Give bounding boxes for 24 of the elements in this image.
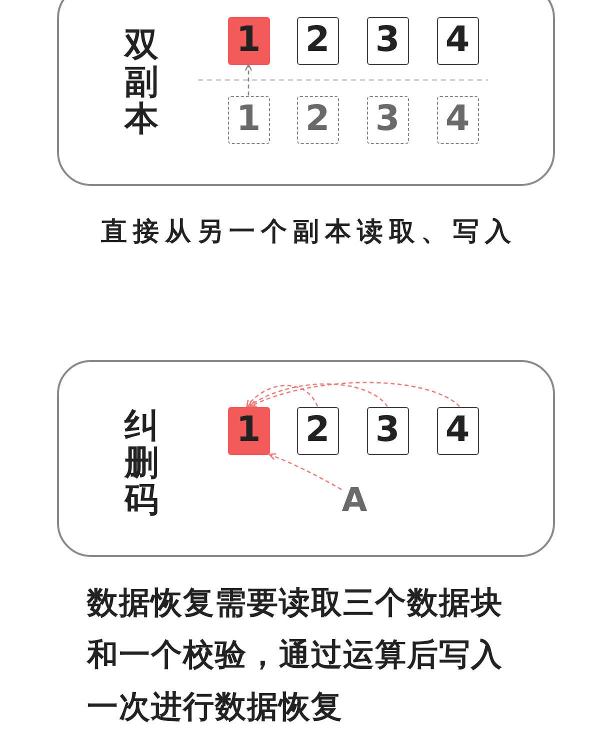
dashed-arrow <box>244 64 252 96</box>
caption: 数据恢复需要读取三个数据块和一个校验，通过运算后写入一次进行数据恢复 <box>87 584 504 727</box>
highlighted-block: 1 <box>228 406 270 454</box>
dashed-block: 4 <box>436 96 478 144</box>
panel-card <box>57 360 555 557</box>
dashed-block: 2 <box>296 96 338 144</box>
data-block: 4 <box>436 16 478 64</box>
dashed-arrow <box>248 383 388 408</box>
dashed-arrow <box>246 384 318 408</box>
panel-card <box>57 0 555 186</box>
data-block: 4 <box>436 406 478 454</box>
dashed-arrow <box>268 453 342 490</box>
dashed-arrow <box>250 382 460 408</box>
data-block: 2 <box>296 16 338 64</box>
highlighted-block: 1 <box>228 16 270 64</box>
vertical-label: 双副本 <box>124 26 158 139</box>
data-block: 3 <box>366 406 408 454</box>
data-block: 2 <box>296 406 338 454</box>
dashed-block: 1 <box>228 96 270 144</box>
data-block: 3 <box>366 16 408 64</box>
parity-label: A <box>340 480 370 518</box>
caption: 直接从另一个副本读取、写入 <box>100 216 517 249</box>
dashed-block: 3 <box>366 96 408 144</box>
vertical-label: 纠删码 <box>124 408 158 520</box>
